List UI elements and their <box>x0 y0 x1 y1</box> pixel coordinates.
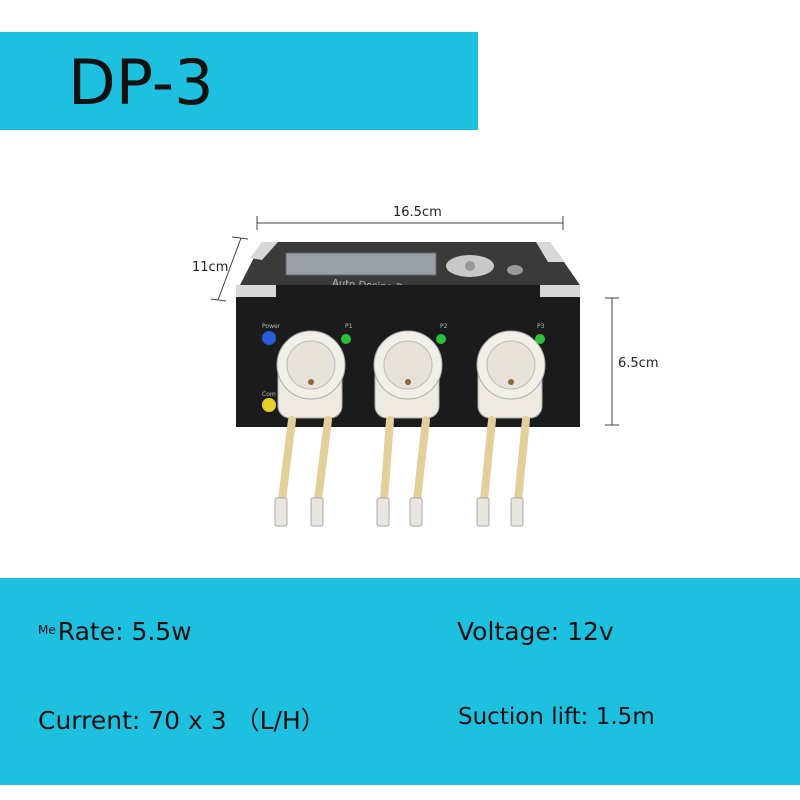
rate-spec: MeRate: 5.5w <box>38 617 192 646</box>
p3-label: P3 <box>537 323 545 330</box>
corner-cap <box>540 285 580 297</box>
tubes <box>278 416 530 504</box>
title-band <box>0 32 478 130</box>
product-image: Auto Dosing Pump Power Com P1 P2 P3 <box>0 130 800 578</box>
com-button[interactable] <box>262 398 276 412</box>
pump-head-2 <box>373 330 443 419</box>
com-label: Com <box>262 391 276 398</box>
power-button[interactable] <box>262 331 276 345</box>
keypad-center-button <box>465 261 475 271</box>
dimension-lines <box>210 216 619 426</box>
p1-label: P1 <box>345 323 353 330</box>
depth-dimension: 11cm <box>192 260 229 275</box>
rate-value: Rate: 5.5w <box>57 617 192 646</box>
lcd-display <box>285 252 437 276</box>
rate-prefix: Me <box>38 623 56 637</box>
suction-spec: Suction lift: 1.5m <box>458 704 655 730</box>
p3-led-icon <box>535 334 545 344</box>
product-title: DP-3 <box>68 46 214 119</box>
pump-head-1 <box>276 330 346 419</box>
p1-led-icon <box>341 334 351 344</box>
p2-label: P2 <box>440 323 448 330</box>
voltage-spec: Voltage: 12v <box>457 617 614 646</box>
pump-head-3 <box>476 330 546 419</box>
p2-led-icon <box>436 334 446 344</box>
brand-badge-icon <box>507 265 523 275</box>
current-spec: Current: 70 x 3 （L/H） <box>38 706 326 735</box>
tube-connectors <box>274 497 524 527</box>
dosing-pump-illustration: Auto Dosing Pump Power Com P1 P2 P3 <box>210 216 619 527</box>
spec-band <box>0 578 800 785</box>
corner-cap <box>536 242 565 262</box>
corner-cap <box>236 285 276 297</box>
width-dimension: 16.5cm <box>393 205 442 220</box>
height-dimension: 6.5cm <box>618 356 659 371</box>
power-label: Power <box>262 323 281 330</box>
corner-cap <box>250 242 278 260</box>
